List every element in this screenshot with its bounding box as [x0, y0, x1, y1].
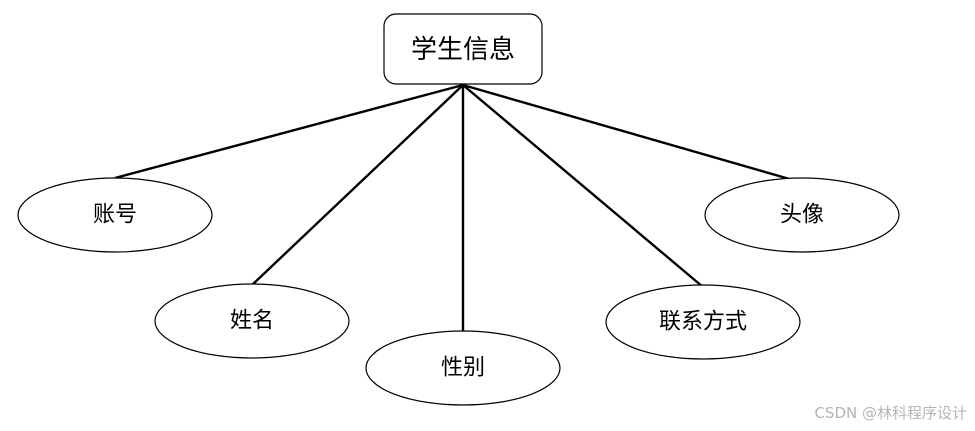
attribute-gender-label: 性别	[441, 356, 485, 381]
edge-avatar	[462, 83, 794, 182]
attribute-gender-ellipse	[365, 330, 561, 406]
attribute-avatar: 头像	[704, 177, 900, 253]
edge-name	[251, 84, 464, 286]
attribute-name-label: 姓名	[230, 309, 274, 334]
edge-contact	[462, 84, 704, 288]
attribute-account-ellipse	[17, 177, 213, 253]
attribute-avatar-label: 头像	[780, 203, 824, 228]
attribute-contact-ellipse	[605, 284, 801, 360]
edge-account	[114, 83, 464, 180]
attribute-name-ellipse	[154, 283, 350, 359]
entity-student-info: 学生信息	[383, 13, 543, 85]
attribute-contact: 联系方式	[605, 284, 801, 360]
attribute-gender: 性别	[365, 330, 561, 406]
attribute-account-label: 账号	[93, 203, 137, 228]
attribute-account: 账号	[17, 177, 213, 253]
attribute-name: 姓名	[154, 283, 350, 359]
watermark: CSDN @林科程序设计	[814, 404, 967, 422]
entity-label: 学生信息	[411, 35, 515, 65]
attribute-avatar-ellipse	[704, 177, 900, 253]
entity-box	[383, 13, 543, 85]
attribute-contact-label: 联系方式	[659, 310, 747, 335]
